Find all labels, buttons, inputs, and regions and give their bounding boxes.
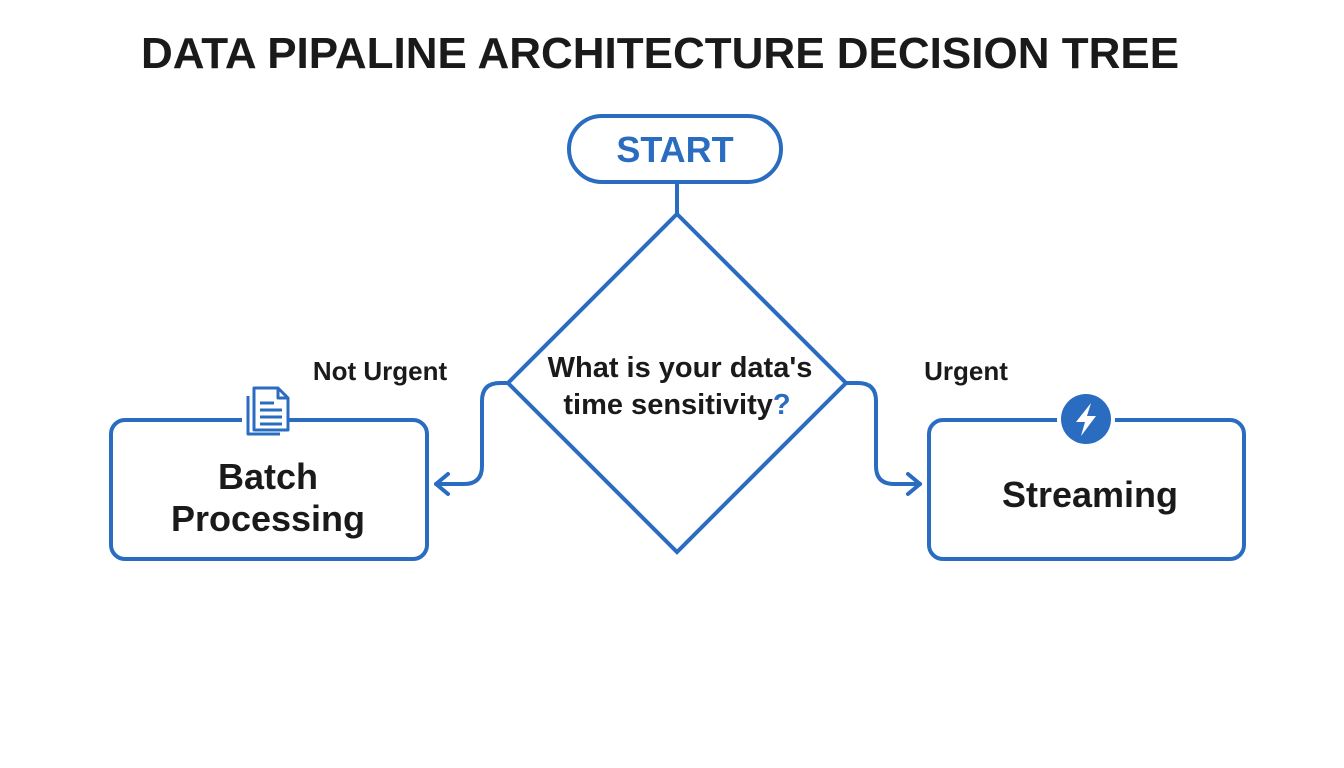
diagram-title: DATA PIPALINE ARCHITECTURE DECISION TREE — [141, 29, 1179, 78]
batch-arrowhead — [434, 472, 450, 496]
streaming-arrowhead — [906, 472, 922, 496]
decision-node: What is your data's time sensitivity? — [505, 211, 849, 555]
document-icon — [242, 386, 290, 440]
decision-to-streaming-connector — [844, 381, 922, 486]
batch-processing-label-line-1: Batch — [218, 456, 318, 497]
decision-question-line-2: time sensitivity? — [563, 389, 790, 421]
branch-label-not-urgent: Not Urgent — [313, 356, 448, 386]
batch-processing-label-line-2: Processing — [171, 498, 365, 539]
start-node-shape — [567, 114, 783, 184]
decision-question-line-1: What is your data's — [548, 352, 813, 384]
streaming-node: Streaming — [927, 390, 1246, 561]
question-mark: ? — [773, 389, 791, 421]
batch-processing-node: Batch Processing — [109, 386, 429, 561]
start-node: START — [567, 114, 783, 184]
decision-to-batch-connector — [434, 381, 510, 486]
decision-node-shape — [505, 211, 849, 555]
streaming-label: Streaming — [1002, 474, 1178, 515]
branch-label-urgent: Urgent — [924, 356, 1008, 386]
decision-question-text: time sensitivity — [563, 389, 773, 421]
lightning-bolt-icon — [1057, 390, 1115, 448]
start-node-label: START — [616, 129, 733, 170]
